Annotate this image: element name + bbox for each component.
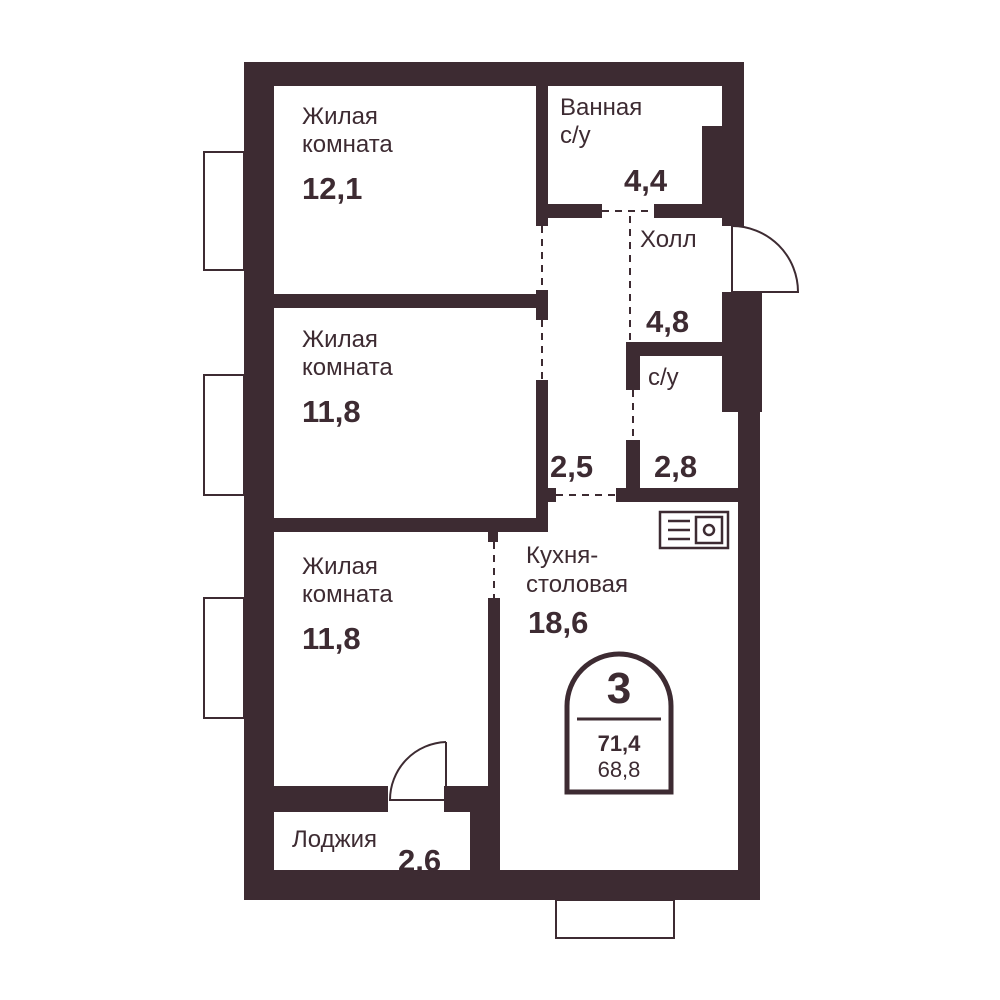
wall-bath-bottom-right [654, 204, 744, 218]
wall-corridor-bottom-left [536, 488, 556, 502]
room-name: Жилая [302, 326, 378, 353]
wall-right-lower [738, 292, 760, 900]
wall-loggia-top-left [274, 786, 388, 812]
room-name: Холл [640, 226, 697, 253]
kitchen-sink-icon [658, 510, 730, 550]
room-name: с/у [560, 122, 591, 149]
doorways [493, 210, 654, 598]
wall-room2-right [536, 380, 548, 530]
room-area: 12,1 [302, 171, 363, 206]
room-name: комната [302, 131, 393, 158]
room-name: комната [302, 581, 393, 608]
wall-right-upper [722, 62, 744, 226]
wall-loggia-right [470, 786, 500, 900]
wall-bath-left [536, 86, 548, 226]
room-name: Кухня- [526, 542, 599, 569]
room-count: 3 [606, 664, 632, 713]
room-area: 18,6 [528, 605, 589, 640]
wall-toilet-top [626, 342, 736, 356]
room-name: Лоджия [292, 826, 378, 853]
room-name: Ванная [560, 94, 643, 121]
wall-toilet-left-bottom [626, 440, 640, 502]
apartment-badge [564, 651, 674, 795]
window-icon [203, 151, 675, 939]
room-area: 11,8 [302, 621, 361, 656]
room-name: комната [302, 354, 393, 381]
living-area: 68,8 [597, 757, 641, 782]
wall-bath-pillar [702, 126, 722, 204]
wall-room1-room2 [274, 294, 548, 308]
room-name: столовая [526, 571, 628, 598]
room-area: 2,8 [654, 449, 698, 484]
door-swing-icon [388, 225, 800, 801]
wall-top [244, 62, 744, 86]
room-area: 4,4 [624, 163, 668, 198]
room-area: 2,5 [550, 449, 594, 484]
room-area: 2,6 [398, 843, 442, 878]
room-area: 4,8 [646, 304, 690, 339]
wall-bath-bottom-left [536, 204, 602, 218]
wall-room3-kitchen-stub [488, 532, 498, 542]
wall-room2-right-stub [536, 290, 548, 320]
room-name: Жилая [302, 553, 378, 580]
wall-room2-room3 [274, 518, 548, 532]
room-name: Жилая [302, 103, 378, 130]
room-name: с/у [648, 364, 679, 391]
total-area: 71,4 [597, 731, 641, 756]
wall-corridor-bottom-right [616, 488, 746, 502]
room-area: 11,8 [302, 394, 361, 429]
